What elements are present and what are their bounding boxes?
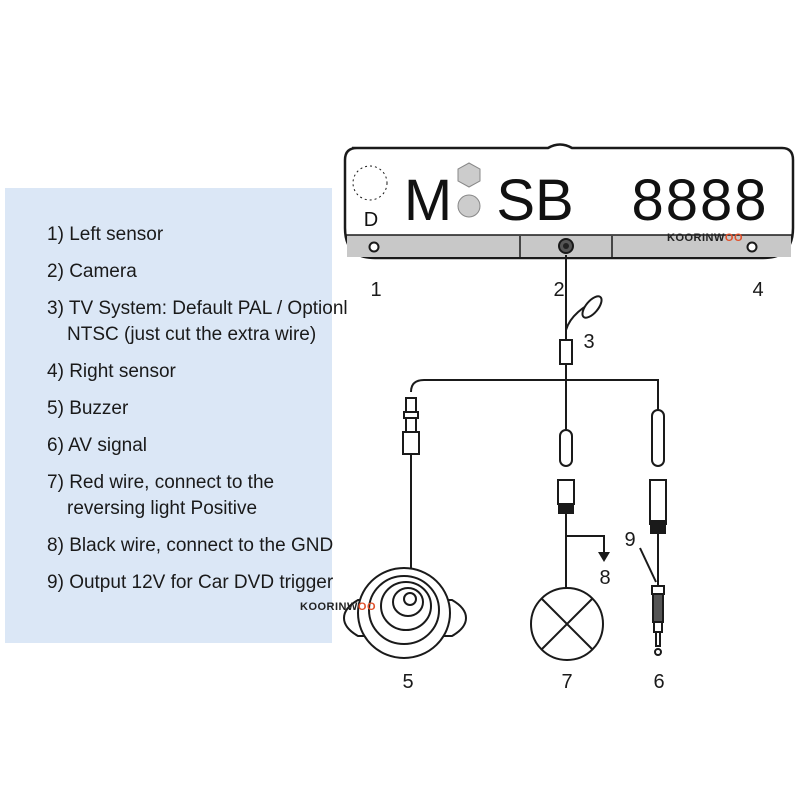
legend-item-buzzer: 5) Buzzer (47, 398, 129, 419)
legend-panel (5, 188, 332, 643)
legend-item-camera: 2) Camera (47, 261, 137, 282)
callout-1: 1 (370, 279, 381, 301)
right-sensor-hole (746, 241, 758, 253)
callout-5: 5 (402, 671, 413, 693)
callout-9: 9 (624, 529, 635, 551)
plate-city-code: M (404, 168, 452, 233)
legend-item-right-sensor: 4) Right sensor (47, 361, 176, 382)
license-plate-frame (343, 143, 795, 260)
buzzer-icon (342, 567, 468, 659)
watermark-bottom: KOORINWOO (300, 601, 377, 613)
callout-4: 4 (752, 279, 763, 301)
power-plug-male (559, 429, 573, 467)
power-plug-female (557, 479, 575, 505)
trigger-output-wire (639, 547, 657, 583)
callout-2: 2 (553, 279, 564, 301)
legend-item-black-wire: 8) Black wire, connect to the GND (47, 535, 334, 556)
main-bus-wire (410, 379, 659, 410)
buzzer-connector (402, 397, 420, 458)
legend-item-output-12v: 9) Output 12V for Car DVD trigger (47, 572, 334, 593)
left-sensor-hole (368, 241, 380, 253)
eu-stars-emblem (352, 165, 388, 201)
rca-connector-icon (651, 585, 665, 656)
av-plug-male (651, 409, 665, 467)
legend-item-av-signal: 6) AV signal (47, 435, 147, 456)
plate-registration-badge (457, 162, 481, 218)
callout-8: 8 (599, 567, 610, 589)
tv-system-loop (581, 295, 603, 319)
ground-arrow-icon (598, 552, 610, 562)
watermark-top: KOORINWOO (667, 232, 744, 244)
buzzer-wire (396, 458, 412, 581)
av-plug-female (649, 479, 667, 525)
tv-system-connector (559, 339, 573, 365)
plate-digits: 8888 (631, 168, 768, 233)
callout-7: 7 (561, 671, 572, 693)
plate-letters: SB (496, 168, 573, 233)
ground-wire (566, 535, 605, 556)
plate-country-code: D (364, 209, 378, 231)
plate-text: D M SB 8888 (364, 168, 768, 233)
callout-3: 3 (583, 331, 594, 353)
reversing-light-icon (530, 587, 604, 661)
callout-6: 6 (653, 671, 664, 693)
legend-list: 1) Left sensor 2) Camera 3) TV System: D… (47, 222, 348, 607)
legend-item-left-sensor: 1) Left sensor (47, 224, 164, 245)
